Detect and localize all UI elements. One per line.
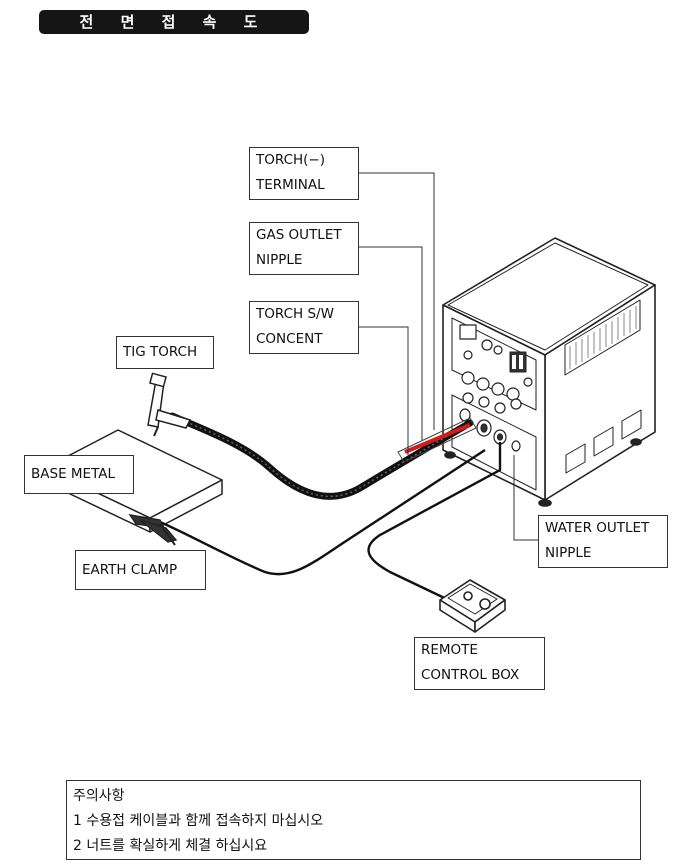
louver-lines — [569, 306, 637, 369]
leader-gas-outlet — [358, 246, 423, 440]
remote-cable — [367, 442, 502, 605]
label-tig-torch: TIG TORCH — [116, 336, 214, 369]
diagram-title: 전 면 접 속 도 — [39, 10, 309, 34]
side-louvers — [564, 299, 642, 474]
casters — [444, 438, 642, 507]
control-knobs — [461, 339, 533, 414]
welding-machine — [442, 237, 656, 507]
label-earth-clamp: EARTH CLAMP — [75, 550, 206, 590]
tig-torch — [147, 372, 192, 437]
remote-control-box — [439, 579, 506, 633]
label-water-outlet: WATER OUTLET NIPPLE — [538, 515, 668, 568]
leader-torch-terminal — [358, 172, 435, 430]
leader-water-outlet — [513, 455, 540, 541]
label-torch-terminal: TORCH(−) TERMINAL — [249, 147, 359, 200]
torch-cable — [168, 412, 474, 500]
label-remote-box: REMOTE CONTROL BOX — [414, 637, 545, 690]
leader-lines — [358, 172, 540, 541]
output-terminals — [459, 408, 521, 452]
gas-hose-red — [404, 423, 471, 454]
earth-cable — [159, 448, 486, 576]
notes-heading: 주의사항 — [73, 788, 125, 804]
note-item: 1 수용접 케이블과 함께 접속하지 마십시오 — [73, 813, 324, 829]
meter-display — [459, 324, 477, 340]
earth-clamp — [128, 514, 178, 546]
leader-torch-sw — [358, 326, 409, 455]
caution-notes: 주의사항 1 수용접 케이블과 함께 접속하지 마십시오 2 너트를 확실하게 … — [66, 780, 641, 860]
cable-sleeve — [397, 417, 477, 463]
label-torch-sw: TORCH S/W CONCENT — [249, 301, 359, 354]
label-gas-outlet: GAS OUTLET NIPPLE — [249, 222, 359, 275]
note-item: 2 너트를 확실하게 체결 하십시요 — [73, 838, 268, 854]
label-base-metal: BASE METAL — [24, 455, 134, 494]
